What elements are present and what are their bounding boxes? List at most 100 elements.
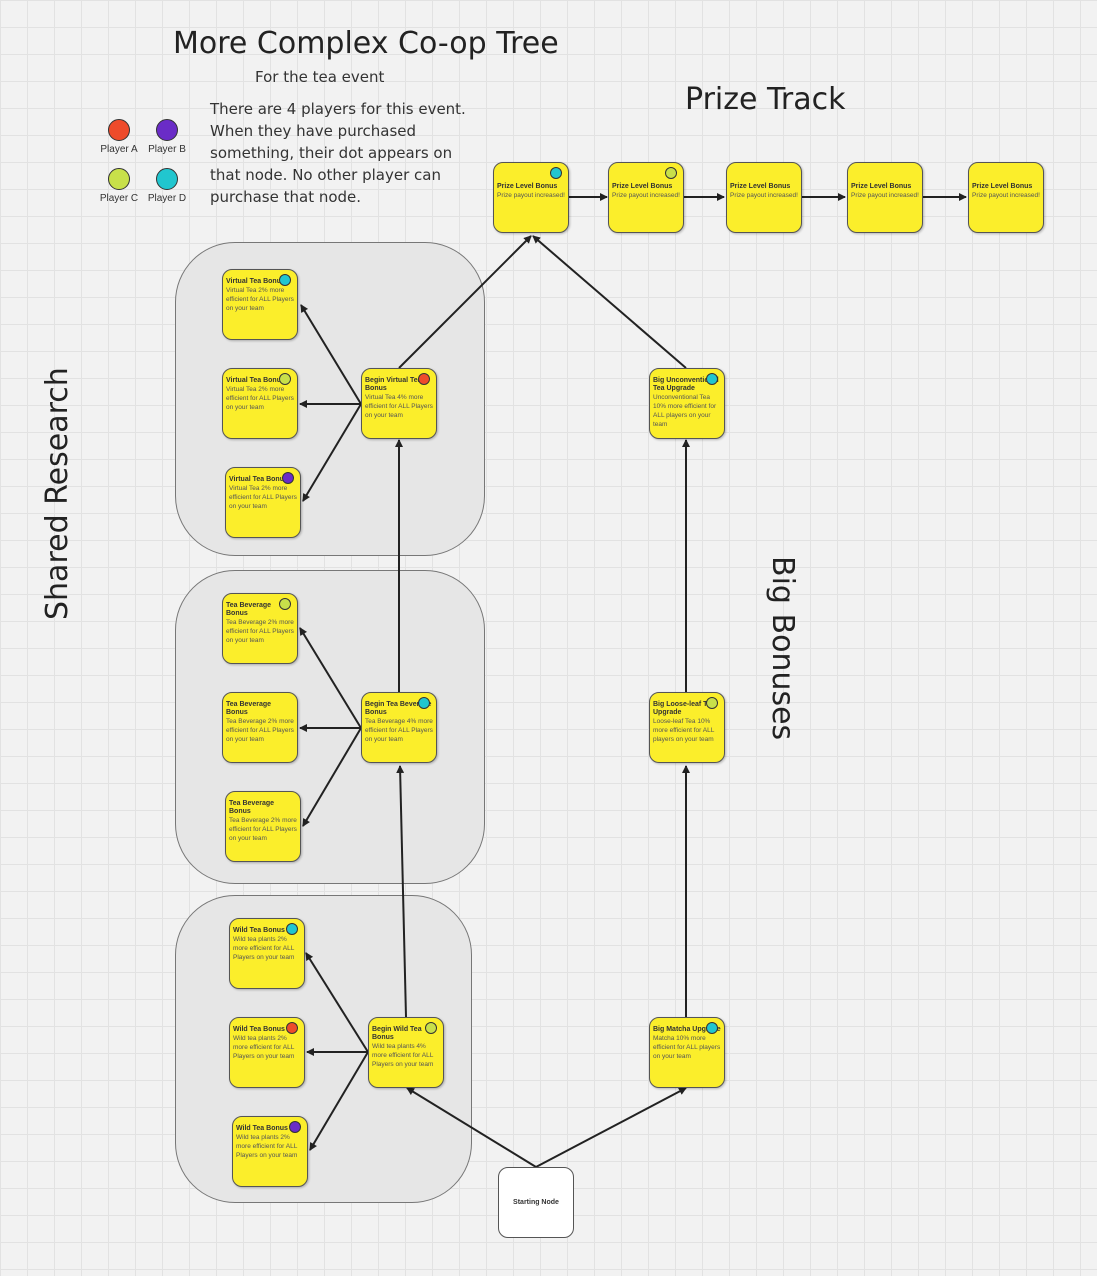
node-title: Begin Wild Tea Bonus xyxy=(372,1026,422,1041)
legend-player-c: Player C xyxy=(95,168,143,204)
wild-tea-bonus-node-1[interactable]: Wild Tea Bonus Wild tea plants 2% more e… xyxy=(229,918,305,989)
node-title: Prize Level Bonus xyxy=(497,183,558,190)
player-dot xyxy=(286,1022,298,1034)
legend-label: Player D xyxy=(147,193,187,204)
node-title: Tea Beverage Bonus xyxy=(229,800,275,815)
legend-player-a: Player A xyxy=(95,119,143,155)
node-desc: Virtual Tea 2% more efficient for ALL Pl… xyxy=(226,386,294,411)
starting-node[interactable]: Starting Node xyxy=(498,1167,574,1238)
legend-label: Player B xyxy=(148,144,186,155)
node-desc: Loose-leaf Tea 10% more efficient for AL… xyxy=(653,718,715,743)
player-dot xyxy=(425,1022,437,1034)
intro-text: There are 4 players for this event. When… xyxy=(210,100,466,206)
main-title: More Complex Co-op Tree xyxy=(173,26,559,61)
legend-label: Player C xyxy=(99,193,139,204)
player-b-dot xyxy=(156,119,178,141)
node-title: Wild Tea Bonus xyxy=(233,927,285,934)
node-title: Prize Level Bonus xyxy=(972,183,1033,190)
node-title: Prize Level Bonus xyxy=(612,183,673,190)
tea-beverage-bonus-node-2[interactable]: Tea Beverage Bonus Tea Beverage 2% more … xyxy=(222,692,298,763)
wild-tea-bonus-node-2[interactable]: Wild Tea Bonus Wild tea plants 2% more e… xyxy=(229,1017,305,1088)
prize-level-node-3[interactable]: Prize Level Bonus Prize payout increased… xyxy=(726,162,802,233)
node-desc: Virtual Tea 4% more efficient for ALL Pl… xyxy=(365,394,433,419)
prize-track-title: Prize Track xyxy=(685,82,846,117)
player-dot xyxy=(665,167,677,179)
node-title: Wild Tea Bonus xyxy=(236,1125,288,1132)
node-desc: Prize payout increased! xyxy=(497,192,565,199)
player-dot xyxy=(418,697,430,709)
player-dot xyxy=(706,697,718,709)
node-desc: Tea Beverage 2% more efficient for ALL P… xyxy=(229,817,297,842)
node-desc: Matcha 10% more efficient for ALL player… xyxy=(653,1035,721,1060)
node-desc: Wild tea plants 2% more efficient for AL… xyxy=(236,1134,298,1159)
big-matcha-node[interactable]: Big Matcha Upgrade Matcha 10% more effic… xyxy=(649,1017,725,1088)
arrow-wt-begin-to-wt3 xyxy=(309,1051,369,1151)
node-desc: Prize payout increased! xyxy=(730,192,798,199)
player-dot xyxy=(706,373,718,385)
player-dot xyxy=(279,274,291,286)
node-title: Begin Virtual Tea Bonus xyxy=(365,377,422,392)
player-dot xyxy=(279,373,291,385)
prize-level-node-5[interactable]: Prize Level Bonus Prize payout increased… xyxy=(968,162,1044,233)
node-desc: Tea Beverage 2% more efficient for ALL P… xyxy=(226,718,294,743)
big-loose-leaf-tea-node[interactable]: Big Loose-leaf Tea Upgrade Loose-leaf Te… xyxy=(649,692,725,763)
legend-player-d: Player D xyxy=(143,168,191,204)
arrow-virtual-to-prize xyxy=(398,235,532,369)
tea-beverage-bonus-node-1[interactable]: Tea Beverage Bonus Tea Beverage 2% more … xyxy=(222,593,298,664)
arrow-start-to-matcha xyxy=(535,1087,687,1168)
legend-label: Player A xyxy=(100,144,138,155)
begin-tea-beverage-node[interactable]: Begin Tea Beverage Bonus Tea Beverage 4%… xyxy=(361,692,437,763)
begin-wild-tea-node[interactable]: Begin Wild Tea Bonus Wild tea plants 4% … xyxy=(368,1017,444,1088)
node-title: Wild Tea Bonus xyxy=(233,1026,285,1033)
prize-level-node-1[interactable]: Prize Level Bonus Prize payout increased… xyxy=(493,162,569,233)
player-a-dot xyxy=(108,119,130,141)
big-unconventional-tea-node[interactable]: Big Unconventional Tea Upgrade Unconvent… xyxy=(649,368,725,439)
node-desc: Virtual Tea 2% more efficient for ALL Pl… xyxy=(229,485,297,510)
player-c-dot xyxy=(108,168,130,190)
virtual-tea-bonus-node-1[interactable]: Virtual Tea Bonus Virtual Tea 2% more ef… xyxy=(222,269,298,340)
node-title: Virtual Tea Bonus xyxy=(226,278,285,285)
arrow-vt-begin-to-vt3 xyxy=(302,403,362,502)
node-title: Prize Level Bonus xyxy=(730,183,791,190)
arrow-tb-begin-to-tb1 xyxy=(299,627,362,729)
node-title: Virtual Tea Bonus xyxy=(226,377,285,384)
legend-player-b: Player B xyxy=(143,119,191,155)
player-dot xyxy=(550,167,562,179)
node-desc: Wild tea plants 2% more efficient for AL… xyxy=(233,936,295,961)
node-desc: Wild tea plants 2% more efficient for AL… xyxy=(233,1035,295,1060)
player-dot xyxy=(418,373,430,385)
node-title: Big Matcha Upgrade xyxy=(653,1026,721,1033)
node-desc: Prize payout increased! xyxy=(972,192,1040,199)
arrow-vt-begin-to-vt1 xyxy=(300,304,362,405)
node-title: Big Unconventional Tea Upgrade xyxy=(653,377,719,392)
node-desc: Tea Beverage 2% more efficient for ALL P… xyxy=(226,619,294,644)
virtual-tea-bonus-node-3[interactable]: Virtual Tea Bonus Virtual Tea 2% more ef… xyxy=(225,467,301,538)
player-dot xyxy=(286,923,298,935)
node-desc: Prize payout increased! xyxy=(851,192,919,199)
virtual-tea-bonus-node-2[interactable]: Virtual Tea Bonus Virtual Tea 2% more ef… xyxy=(222,368,298,439)
player-dot xyxy=(706,1022,718,1034)
prize-level-node-2[interactable]: Prize Level Bonus Prize payout increased… xyxy=(608,162,684,233)
player-dot xyxy=(279,598,291,610)
node-desc: Virtual Tea 2% more efficient for ALL Pl… xyxy=(226,287,294,312)
node-title: Prize Level Bonus xyxy=(851,183,912,190)
node-title: Virtual Tea Bonus xyxy=(229,476,288,483)
node-title: Begin Tea Beverage Bonus xyxy=(365,701,432,716)
begin-virtual-tea-node[interactable]: Begin Virtual Tea Bonus Virtual Tea 4% m… xyxy=(361,368,437,439)
player-dot xyxy=(282,472,294,484)
prize-level-node-4[interactable]: Prize Level Bonus Prize payout increased… xyxy=(847,162,923,233)
node-desc: Unconventional Tea 10% more efficient fo… xyxy=(653,394,717,428)
arrow-wt-begin-to-wt1 xyxy=(305,952,369,1053)
node-desc: Tea Beverage 4% more efficient for ALL P… xyxy=(365,718,433,743)
tea-beverage-bonus-node-3[interactable]: Tea Beverage Bonus Tea Beverage 2% more … xyxy=(225,791,301,862)
node-desc: Wild tea plants 4% more efficient for AL… xyxy=(372,1043,434,1068)
player-d-dot xyxy=(156,168,178,190)
subtitle: For the tea event xyxy=(255,68,385,86)
wild-tea-bonus-node-3[interactable]: Wild Tea Bonus Wild tea plants 2% more e… xyxy=(232,1116,308,1187)
arrow-wild-to-beverage xyxy=(396,765,407,1018)
node-title: Tea Beverage Bonus xyxy=(226,602,272,617)
player-dot xyxy=(289,1121,301,1133)
arrow-start-to-wild xyxy=(406,1087,537,1168)
node-title: Big Loose-leaf Tea Upgrade xyxy=(653,701,715,716)
